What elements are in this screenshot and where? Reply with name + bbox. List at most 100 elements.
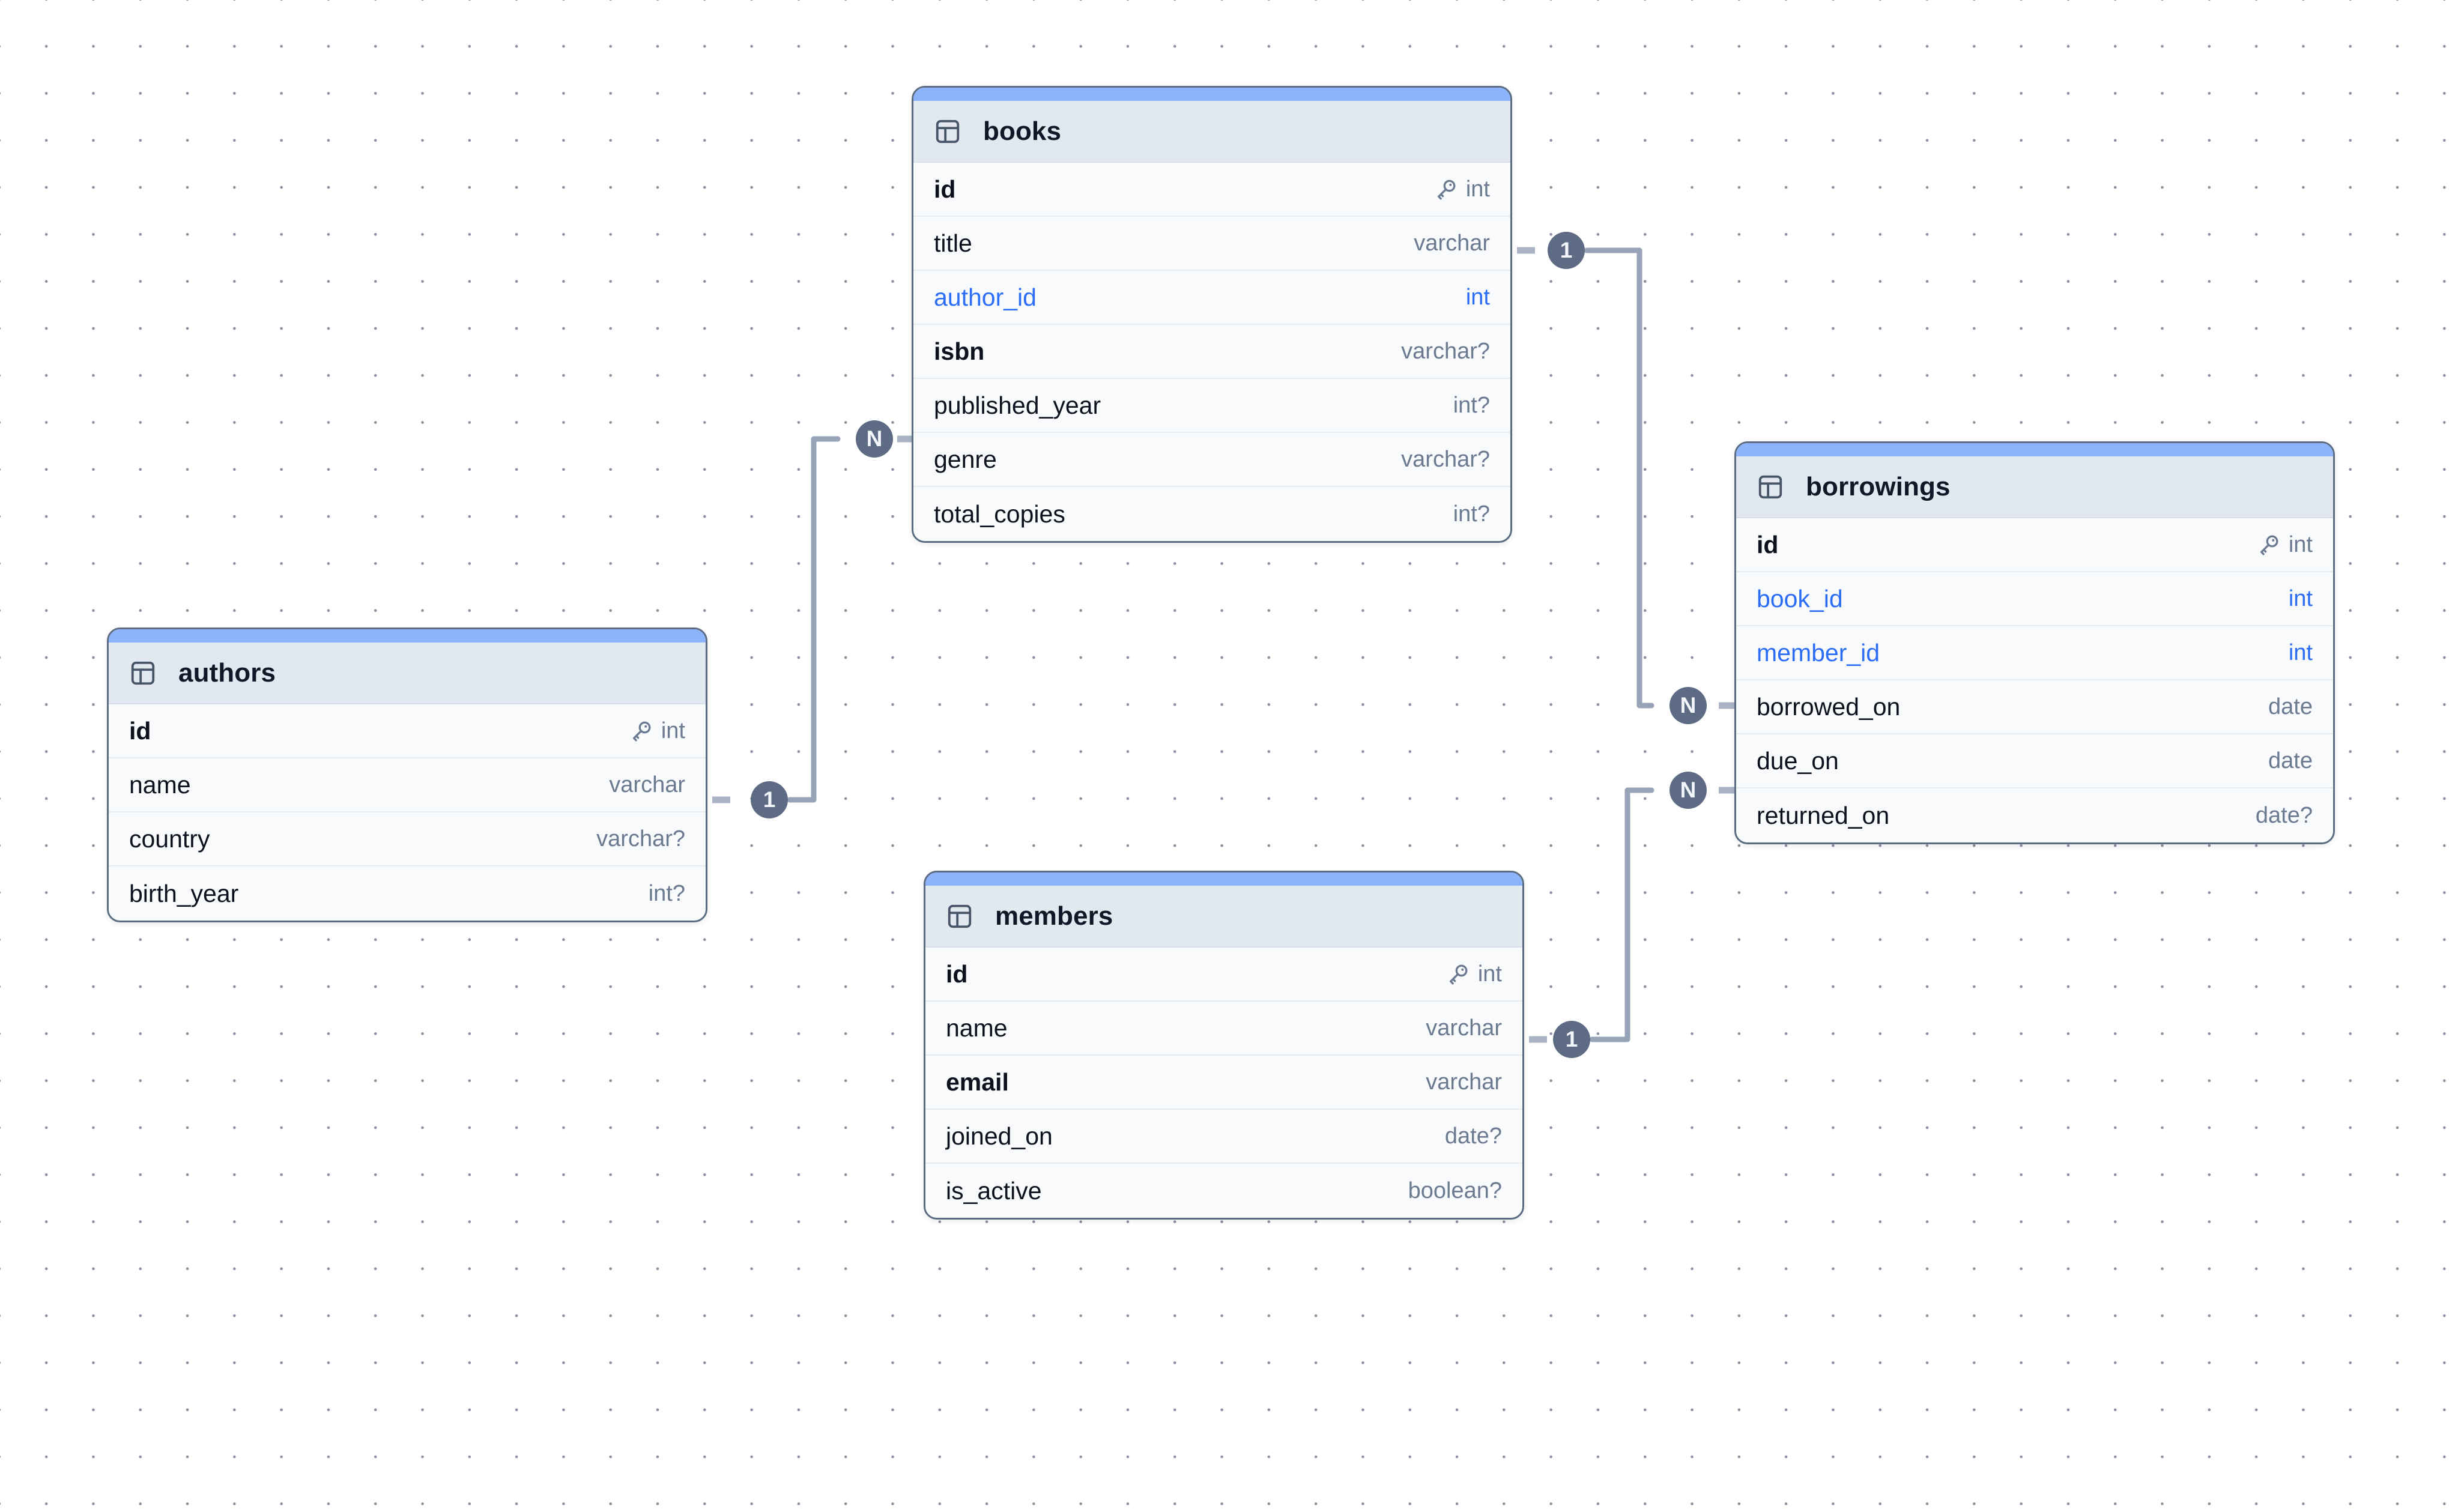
- table-card-books[interactable]: books id int title varchar: [912, 86, 1512, 543]
- key-icon: [632, 721, 651, 742]
- table-header-members[interactable]: members: [925, 886, 1522, 948]
- table-card-members[interactable]: members id int name varchar: [924, 871, 1524, 1220]
- column-type: varchar?: [1401, 446, 1490, 472]
- column-name: isbn: [934, 337, 985, 365]
- table-name-borrowings: borrowings: [1806, 471, 1951, 501]
- cardinality-badge-authors-books-many: N: [856, 420, 893, 458]
- table-accent-bar: [913, 88, 1510, 101]
- column-row[interactable]: birth_year int?: [109, 866, 706, 921]
- column-meta: int?: [649, 881, 685, 907]
- wire-authors-books: [787, 436, 841, 803]
- column-name: id: [129, 716, 151, 745]
- key-icon: [1437, 180, 1456, 200]
- column-name: total_copies: [934, 500, 1065, 528]
- column-row[interactable]: id int: [913, 163, 1510, 217]
- column-name: returned_on: [1757, 801, 1890, 829]
- column-row[interactable]: id int: [109, 704, 706, 758]
- column-type: date: [2268, 748, 2313, 773]
- column-type: int?: [648, 880, 685, 906]
- column-row[interactable]: genre varchar?: [913, 433, 1510, 487]
- table-name-books: books: [983, 116, 1062, 146]
- column-type: int: [2288, 585, 2313, 611]
- cardinality-badge-books-borrowings-one: 1: [1548, 232, 1585, 269]
- cardinality-badge-members-borrowings-one: 1: [1553, 1021, 1590, 1058]
- column-type: date?: [1444, 1123, 1502, 1149]
- column-row[interactable]: borrowed_on date: [1736, 680, 2333, 734]
- column-row[interactable]: member_id int: [1736, 626, 2333, 680]
- column-row[interactable]: id int: [925, 948, 1522, 1002]
- column-list-members: id int name varchar email: [925, 948, 1522, 1218]
- table-header-books[interactable]: books: [913, 101, 1510, 163]
- column-meta: int: [630, 718, 685, 744]
- cardinality-badge-members-borrowings-many: N: [1669, 772, 1707, 809]
- column-row[interactable]: name varchar: [109, 758, 706, 812]
- column-meta: boolean?: [1408, 1178, 1502, 1204]
- table-header-borrowings[interactable]: borrowings: [1736, 456, 2333, 518]
- cardinality-badge-authors-books-one: 1: [751, 781, 788, 818]
- table-card-borrowings[interactable]: borrowings id int book_id int: [1734, 441, 2335, 844]
- column-type: int: [2288, 640, 2313, 665]
- column-meta: int: [2257, 532, 2313, 558]
- column-type: int: [1477, 961, 1502, 987]
- column-row[interactable]: author_id int: [913, 271, 1510, 325]
- table-icon: [131, 661, 155, 685]
- column-meta: int: [1435, 177, 1490, 202]
- column-type: int: [661, 718, 685, 743]
- column-name: borrowed_on: [1757, 692, 1901, 721]
- column-row[interactable]: country varchar?: [109, 812, 706, 866]
- column-row[interactable]: book_id int: [1736, 572, 2333, 626]
- column-name: name: [129, 770, 191, 799]
- column-name: published_year: [934, 391, 1101, 419]
- column-row[interactable]: joined_on date?: [925, 1110, 1522, 1164]
- column-type: int: [1465, 176, 1490, 202]
- column-type: varchar?: [596, 826, 685, 851]
- column-type: int: [2288, 531, 2313, 557]
- column-meta: varchar: [1414, 231, 1490, 256]
- column-name: birth_year: [129, 879, 239, 907]
- column-row[interactable]: email varchar: [925, 1056, 1522, 1110]
- table-icon: [936, 119, 960, 143]
- column-meta: int: [2289, 640, 2313, 666]
- column-meta: int: [2289, 586, 2313, 612]
- column-row[interactable]: is_active boolean?: [925, 1164, 1522, 1218]
- column-type: varchar: [1426, 1015, 1502, 1041]
- table-card-authors[interactable]: authors id int name varchar: [107, 627, 707, 922]
- column-row[interactable]: published_year int?: [913, 379, 1510, 433]
- column-row[interactable]: isbn varchar?: [913, 325, 1510, 379]
- table-icon: [1758, 475, 1782, 498]
- column-row[interactable]: title varchar: [913, 217, 1510, 271]
- column-meta: int?: [1453, 393, 1490, 419]
- cardinality-badge-books-borrowings-many: N: [1669, 687, 1707, 724]
- table-accent-bar: [109, 629, 706, 643]
- wire-books-borrowings: [1584, 247, 1654, 709]
- table-accent-bar: [1736, 443, 2333, 456]
- column-name: genre: [934, 445, 997, 473]
- column-type: int?: [1453, 501, 1490, 527]
- column-row[interactable]: due_on date: [1736, 734, 2333, 788]
- table-header-authors[interactable]: authors: [109, 643, 706, 704]
- column-name: title: [934, 229, 972, 257]
- column-meta: date?: [2256, 803, 2313, 829]
- wire-members-borrowings: [1589, 787, 1654, 1042]
- column-type: int: [1465, 284, 1490, 310]
- column-meta: varchar?: [596, 826, 685, 852]
- column-name: country: [129, 824, 210, 853]
- table-accent-bar: [925, 872, 1522, 886]
- column-type: varchar: [1426, 1069, 1502, 1095]
- column-name: id: [934, 175, 956, 203]
- column-type: int?: [1453, 392, 1490, 418]
- column-name: is_active: [946, 1176, 1042, 1205]
- column-name: id: [946, 960, 968, 988]
- column-meta: varchar?: [1401, 339, 1490, 364]
- column-row[interactable]: id int: [1736, 518, 2333, 572]
- column-row[interactable]: name varchar: [925, 1002, 1522, 1056]
- column-type: varchar: [609, 772, 685, 797]
- column-row[interactable]: total_copies int?: [913, 487, 1510, 541]
- table-icon: [948, 904, 972, 928]
- column-meta: varchar: [1426, 1069, 1502, 1095]
- column-type: boolean?: [1408, 1178, 1502, 1203]
- column-row[interactable]: returned_on date?: [1736, 788, 2333, 842]
- column-type: varchar: [1414, 230, 1490, 256]
- column-meta: date: [2268, 748, 2313, 774]
